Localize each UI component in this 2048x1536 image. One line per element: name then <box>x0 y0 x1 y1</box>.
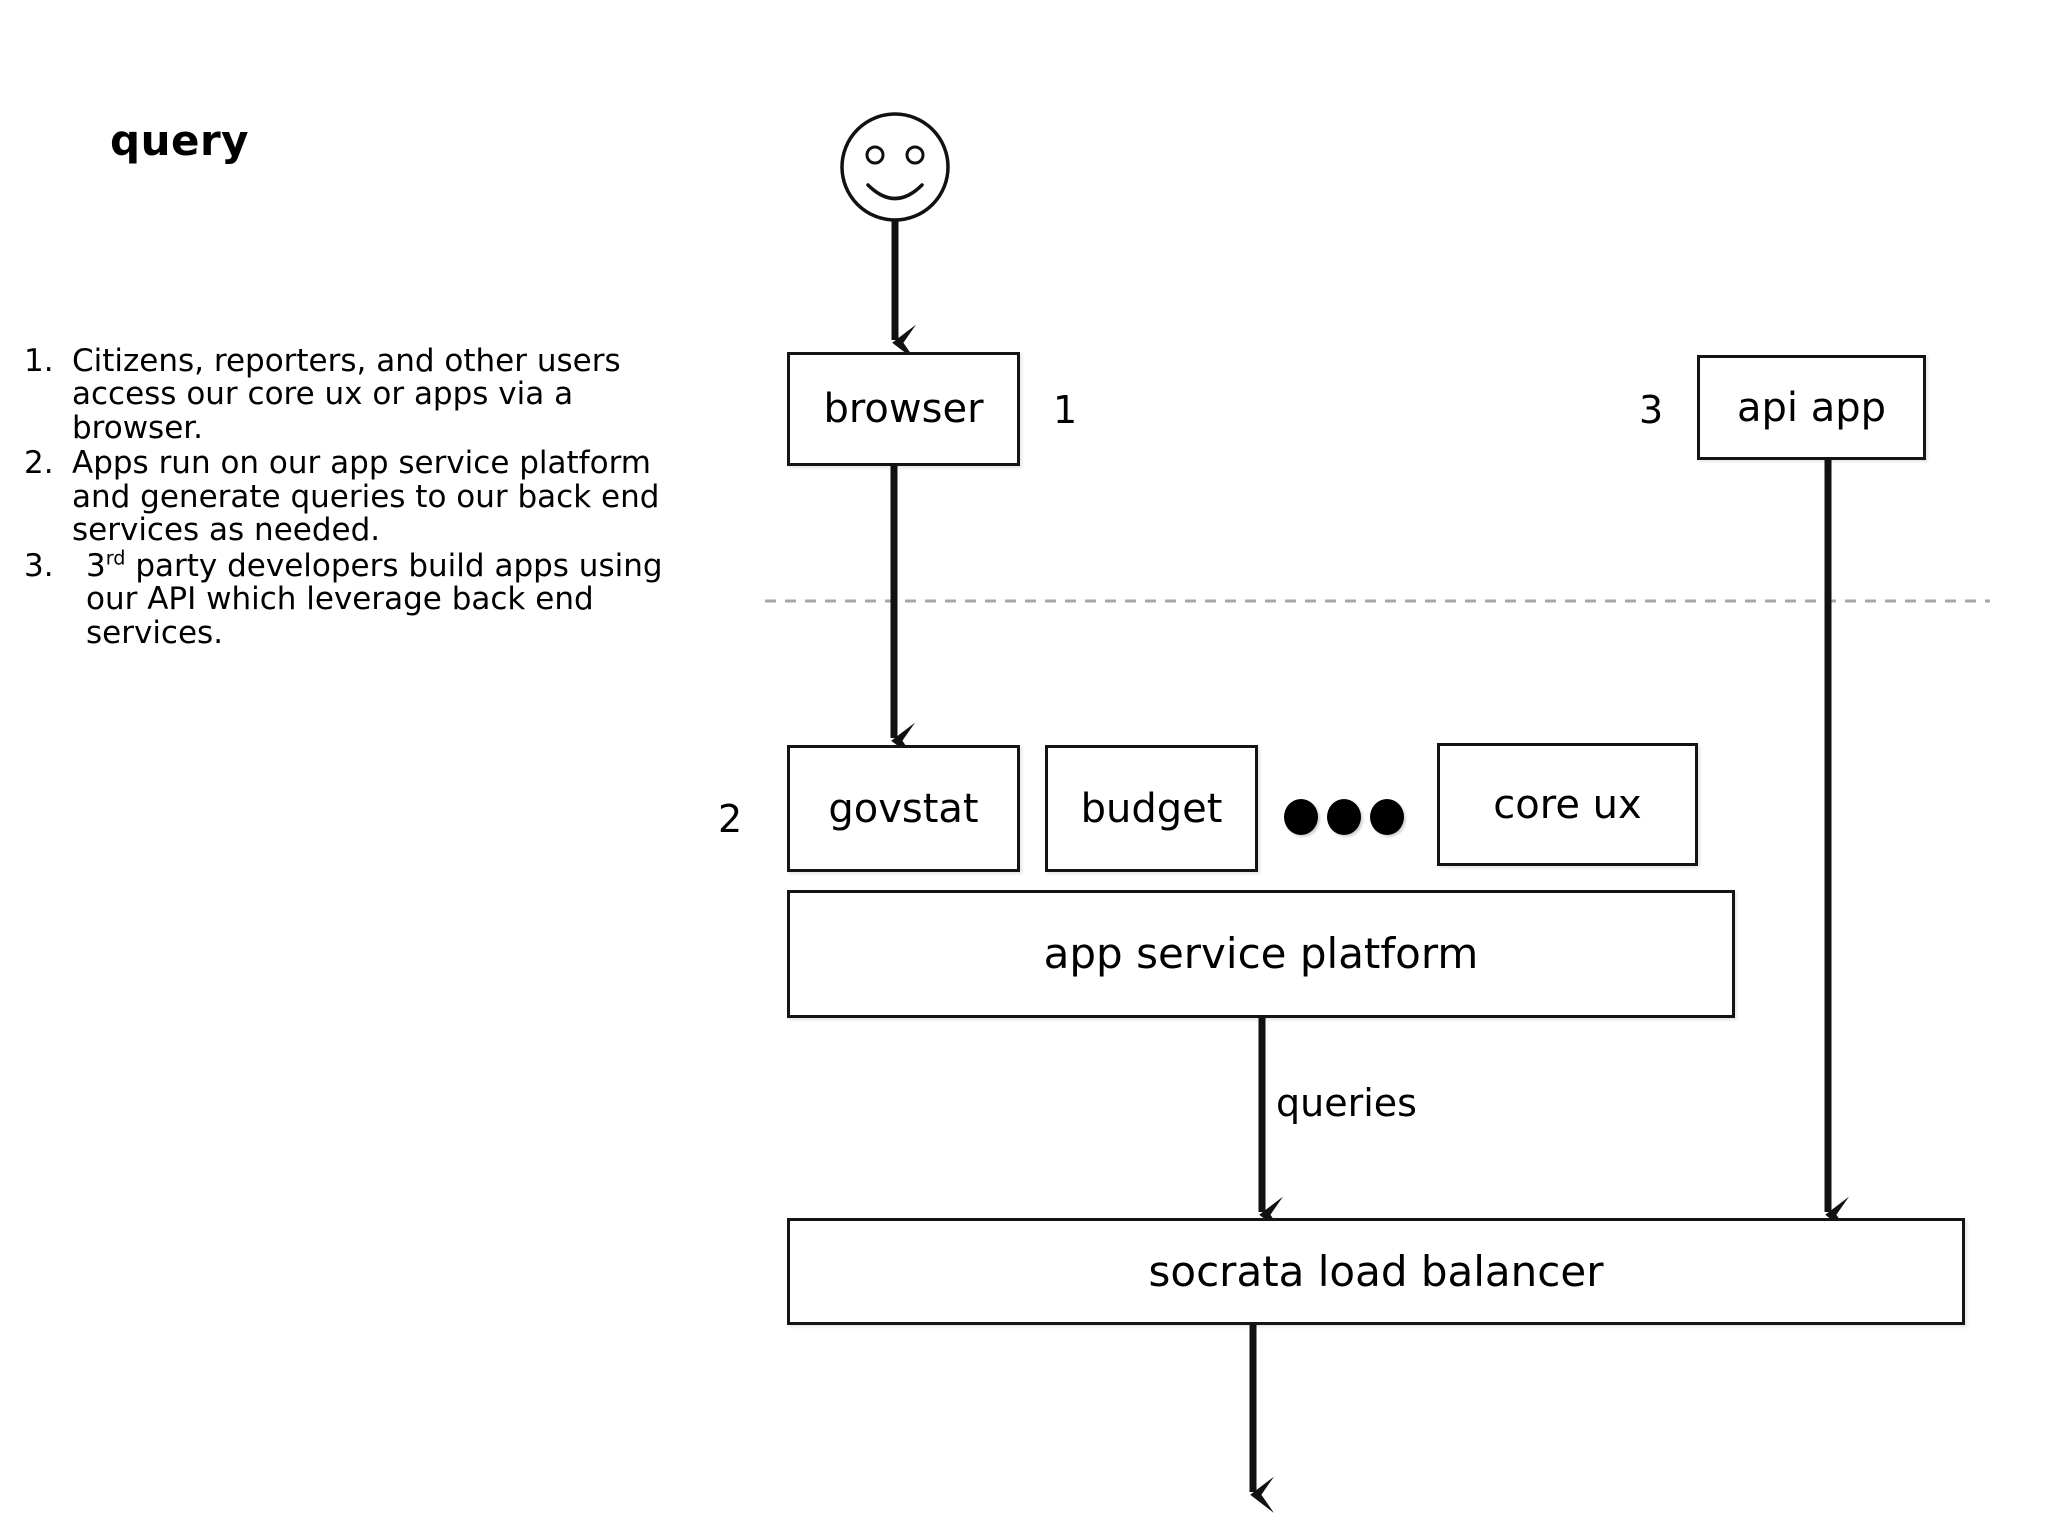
list-item: 3. 3rd party developers build apps using… <box>24 547 684 651</box>
page-title: query <box>110 116 250 165</box>
node-app-service-platform-label: app service platform <box>1043 929 1479 978</box>
smiley-user-icon <box>840 112 950 222</box>
list-item-text: 3rd party developers build apps using ou… <box>86 547 684 651</box>
list-item-body: party developers build apps using our AP… <box>86 547 663 651</box>
node-core-ux-label: core ux <box>1493 781 1642 828</box>
node-app-service-platform[interactable]: app service platform <box>787 890 1735 1018</box>
list-item: 1. Citizens, reporters, and other users … <box>24 343 684 446</box>
callout-number-apps-row: 2 <box>718 797 743 841</box>
ellipsis-dot-icon <box>1370 799 1404 835</box>
node-govstat-label: govstat <box>828 785 979 832</box>
node-api-app-label: api app <box>1736 384 1887 431</box>
node-budget-label: budget <box>1080 785 1223 832</box>
node-browser-label: browser <box>823 386 984 432</box>
node-govstat[interactable]: govstat <box>787 745 1020 872</box>
ellipsis-dot-icon <box>1327 799 1361 835</box>
node-api-app[interactable]: api app <box>1697 355 1926 460</box>
list-item-text: Apps run on our app service platform and… <box>72 445 660 549</box>
node-core-ux[interactable]: core ux <box>1437 743 1698 866</box>
ordinal-superscript: rd <box>105 546 126 570</box>
list-item-text: Citizens, reporters, and other users acc… <box>72 343 621 446</box>
node-budget[interactable]: budget <box>1045 745 1258 872</box>
edge-label-queries: queries <box>1276 1081 1417 1125</box>
ordinal-prefix: 3 <box>86 547 106 584</box>
node-socrata-load-balancer-label: socrata load balancer <box>1148 1246 1604 1296</box>
list-item: 2. Apps run on our app service platform … <box>24 445 684 549</box>
node-socrata-load-balancer[interactable]: socrata load balancer <box>787 1218 1965 1325</box>
callout-number-api-app: 3 <box>1639 388 1664 432</box>
list-item-marker: 1. <box>24 343 54 379</box>
ellipsis-dot-icon <box>1284 799 1318 835</box>
list-item-marker: 3. <box>24 547 54 584</box>
list-item-marker: 2. <box>24 445 54 482</box>
callout-number-browser: 1 <box>1053 388 1078 432</box>
numbered-notes-list: 1. Citizens, reporters, and other users … <box>24 343 684 652</box>
node-browser[interactable]: browser <box>787 352 1020 466</box>
more-apps-ellipsis-icon <box>1284 797 1404 837</box>
